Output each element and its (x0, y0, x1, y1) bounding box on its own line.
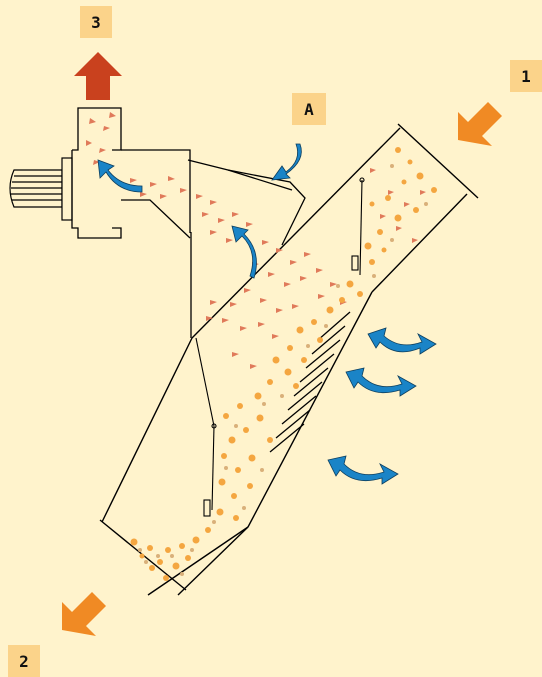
label-outlet-3: 3 (80, 6, 112, 38)
classifier-body (99, 123, 479, 596)
light-particles (86, 112, 426, 369)
discharge-down-left-arrow-icon (62, 592, 106, 636)
curved-airflow-arrow-icon (327, 455, 399, 485)
airflow-arrows (97, 143, 437, 485)
internal-flaps (195, 177, 365, 517)
louvers (269, 311, 351, 453)
curved-airflow-arrow-icon (367, 327, 437, 355)
curved-airflow-arrow-icon (345, 367, 417, 397)
curved-airflow-arrow-icon (271, 143, 302, 181)
label-outlet-2: 2 (8, 645, 40, 677)
fan-housing (71, 107, 191, 239)
label-inlet-1: 1 (510, 60, 542, 92)
label-air-a: A (292, 93, 326, 125)
air-duct (187, 159, 306, 338)
curved-airflow-arrow-icon (97, 159, 143, 193)
curved-airflow-arrow-icon (231, 225, 257, 279)
heavy-particles (130, 147, 437, 581)
outlet-up-arrow-icon (74, 52, 122, 100)
fan-motor (9, 157, 73, 221)
inlet-down-left-arrow-icon (458, 102, 502, 146)
